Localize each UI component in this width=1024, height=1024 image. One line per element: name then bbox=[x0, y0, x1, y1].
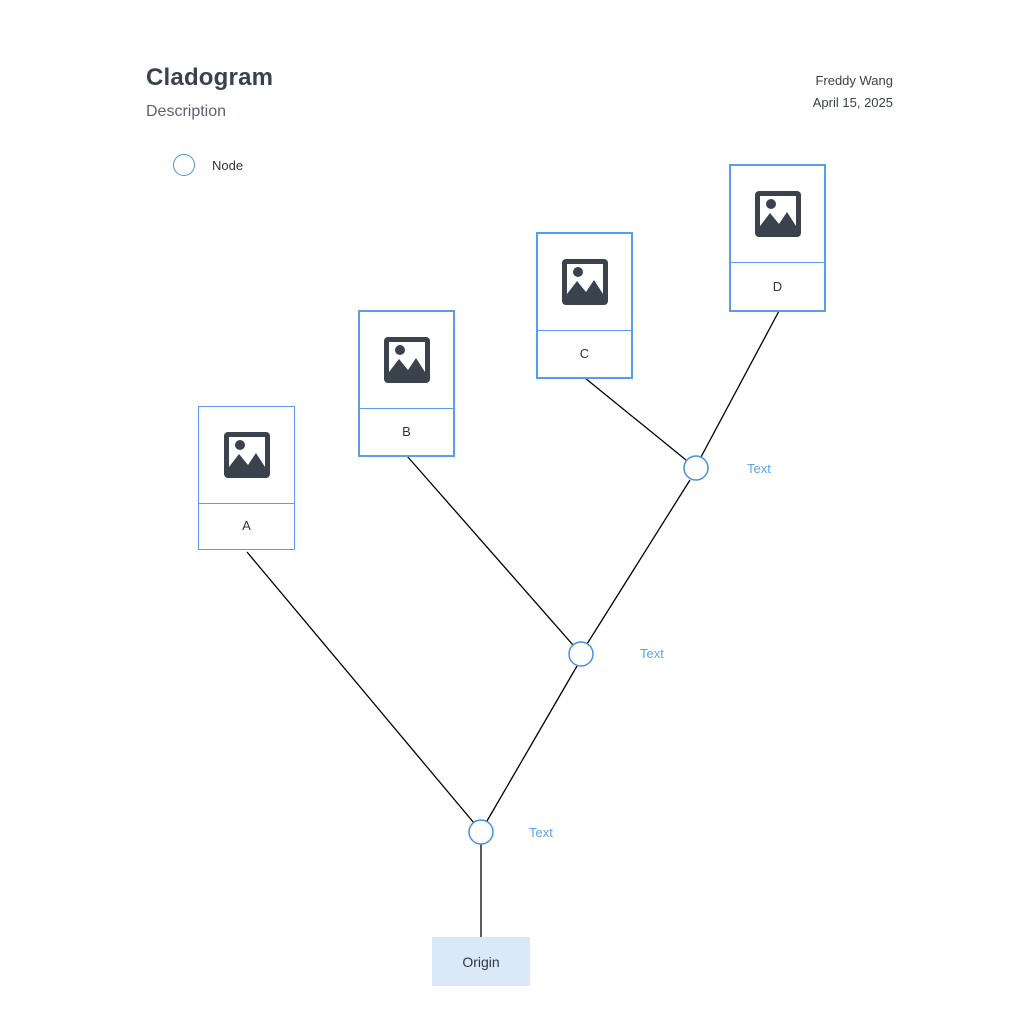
image-placeholder-icon bbox=[383, 337, 430, 383]
branch-to-b bbox=[406, 455, 574, 646]
taxon-label-b: B bbox=[402, 424, 411, 439]
taxon-label-a: A bbox=[242, 518, 251, 533]
branch-to-d bbox=[700, 310, 780, 458]
branch-to-c bbox=[584, 377, 687, 461]
taxon-card-c[interactable]: C bbox=[536, 232, 633, 379]
node-text-3[interactable]: Text bbox=[747, 461, 771, 476]
image-placeholder-icon bbox=[754, 191, 801, 237]
image-placeholder-icon bbox=[223, 432, 270, 478]
taxon-image-c bbox=[538, 234, 631, 331]
branch-node2-node3 bbox=[586, 479, 691, 645]
taxon-image-b bbox=[360, 312, 453, 409]
legend-label: Node bbox=[212, 157, 244, 173]
author-name: Freddy Wang bbox=[815, 73, 893, 88]
branch-node1-node2 bbox=[486, 665, 578, 822]
taxon-card-a[interactable]: A bbox=[198, 406, 295, 550]
node-text-1[interactable]: Text bbox=[529, 825, 553, 840]
taxon-label-c: C bbox=[579, 346, 590, 361]
origin-label: Origin bbox=[462, 953, 500, 970]
circle-node-icon bbox=[173, 154, 195, 176]
taxon-card-b[interactable]: B bbox=[358, 310, 455, 457]
taxon-image-d bbox=[731, 166, 824, 263]
branch-to-a bbox=[246, 551, 475, 824]
image-placeholder-icon bbox=[561, 259, 608, 305]
branch-node-2[interactable] bbox=[568, 641, 594, 667]
taxon-label-d: D bbox=[772, 279, 783, 294]
origin-box[interactable]: Origin bbox=[432, 937, 530, 986]
diagram-date: April 15, 2025 bbox=[812, 95, 893, 110]
branch-node-3[interactable] bbox=[683, 455, 709, 481]
branch-node-1[interactable] bbox=[468, 819, 494, 845]
diagram-description: Description bbox=[146, 103, 227, 120]
diagram-title: Cladogram bbox=[146, 64, 274, 91]
node-text-2[interactable]: Text bbox=[640, 646, 664, 661]
taxon-image-a bbox=[199, 407, 294, 504]
legend: Node bbox=[173, 154, 243, 176]
taxon-card-d[interactable]: D bbox=[729, 164, 826, 312]
